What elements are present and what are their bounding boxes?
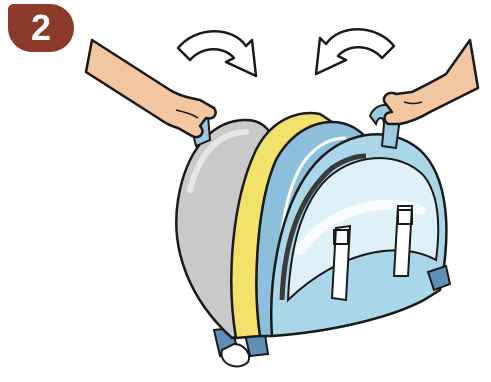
left-buckle-icon: [332, 226, 350, 300]
right-buckle-icon: [394, 206, 412, 276]
left-curved-arrow-icon: [178, 31, 256, 76]
right-curved-arrow-icon: [316, 29, 394, 74]
right-hand-icon: [384, 40, 478, 124]
